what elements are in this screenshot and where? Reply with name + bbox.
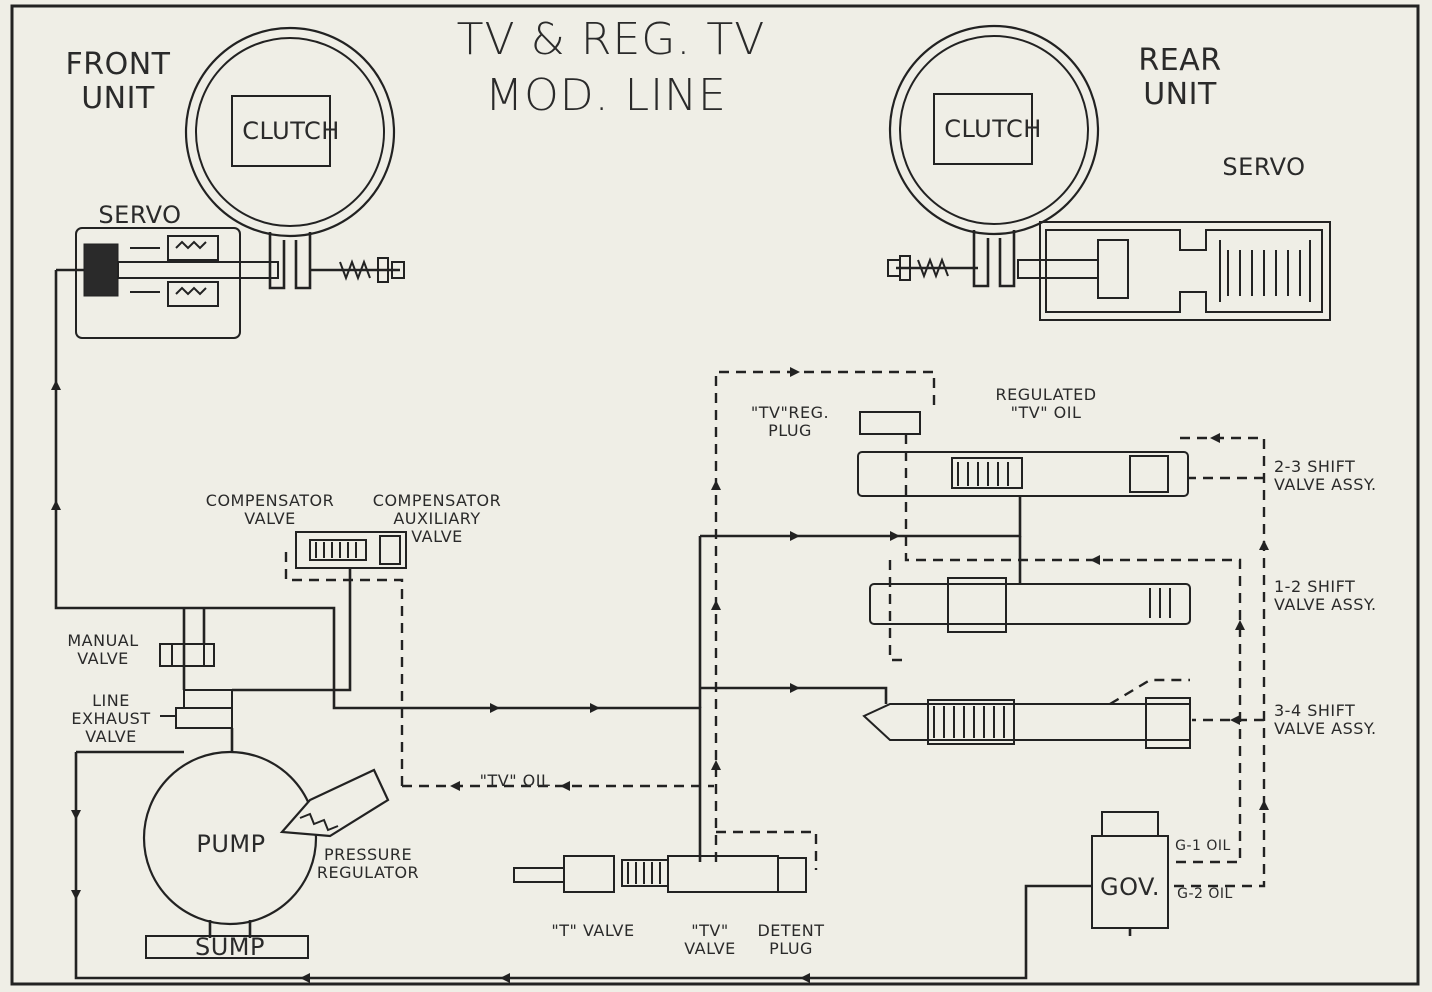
diagram-title-line2: MOD. LINE	[485, 70, 727, 121]
t-valve-label: "T" VALVE	[551, 921, 635, 940]
rear-adjuster	[887, 255, 978, 281]
diagram-title-line1: TV & REG. TV	[456, 14, 766, 65]
t-valve-body	[513, 855, 807, 893]
front-unit-label: FRONT UNIT	[65, 47, 171, 116]
governor-body	[1091, 811, 1169, 936]
front-adjuster	[310, 257, 405, 283]
front-servo	[75, 227, 279, 339]
shift-valve-12-label: 1-2 SHIFT VALVE ASSY.	[1274, 577, 1377, 614]
regulated-tv-oil-label: REGULATED "TV" OIL	[995, 385, 1097, 422]
line-exhaust-body	[160, 689, 233, 729]
rear-clutch-drum	[888, 24, 1100, 288]
shift-valve-23-label: 2-3 SHIFT VALVE ASSY.	[1274, 457, 1377, 494]
compensator-valve-label: COMPENSATOR VALVE	[205, 491, 335, 528]
pressure-regulator-label: PRESSURE REGULATOR	[316, 845, 420, 882]
front-servo-label: SERVO	[98, 201, 182, 229]
rear-servo	[1017, 221, 1331, 321]
manual-valve-body	[159, 643, 215, 667]
tv-oil-circuit	[284, 370, 1266, 888]
line-exhaust-valve-label: LINE EXHAUST VALVE	[71, 691, 151, 746]
tv-oil-label: "TV" OIL	[479, 771, 551, 790]
shift-valve-34-label: 3-4 SHIFT VALVE ASSY.	[1274, 701, 1377, 738]
governor-label: GOV.	[1099, 873, 1161, 901]
rear-unit-label: REAR UNIT	[1138, 43, 1222, 112]
tv-reg-plug-label: "TV"REG. PLUG	[750, 403, 830, 440]
tv-valve-label: "TV" VALVE	[684, 921, 736, 958]
g2-oil-label: G-2 OIL	[1177, 886, 1233, 902]
pressure-regulator-body	[279, 768, 390, 838]
shift-valve-34	[862, 697, 1191, 749]
compensator-aux-valve-label: COMPENSATOR AUXILIARY VALVE	[372, 491, 502, 546]
detent-plug-label: DETENT PLUG	[757, 921, 825, 958]
pump-label: PUMP	[196, 830, 266, 858]
manual-valve-label: MANUAL VALVE	[67, 631, 139, 668]
flow-arrows	[51, 367, 1269, 983]
rear-servo-label: SERVO	[1222, 153, 1306, 181]
diagram-border	[10, 4, 1420, 986]
shift-valve-12	[869, 577, 1191, 633]
shift-valve-23	[857, 451, 1189, 497]
line-pressure-circuit	[54, 268, 1092, 980]
pump-housing	[142, 750, 318, 959]
rear-clutch-label: CLUTCH	[944, 115, 1042, 143]
front-clutch-label: CLUTCH	[242, 117, 340, 145]
sump-label: SUMP	[195, 933, 265, 961]
regulated-tv-plug	[859, 411, 921, 435]
g1-oil-label: G-1 OIL	[1175, 838, 1231, 854]
front-clutch-drum	[184, 26, 396, 290]
